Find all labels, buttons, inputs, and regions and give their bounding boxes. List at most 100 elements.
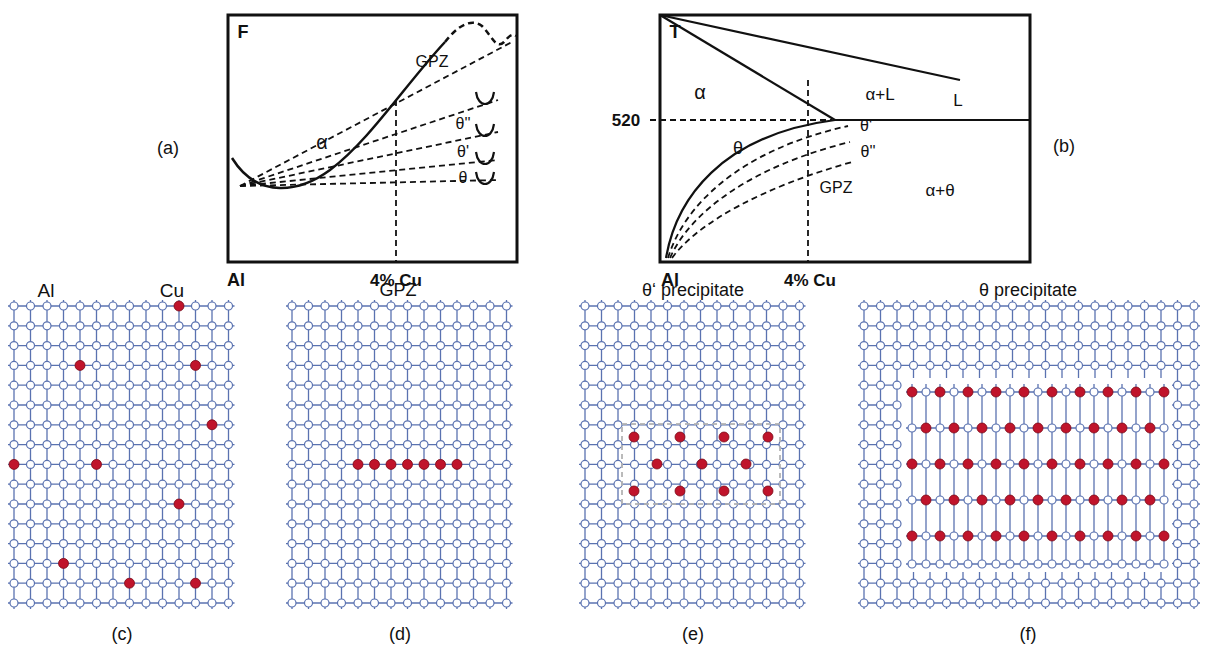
al-atom xyxy=(93,441,101,449)
al-atom xyxy=(43,480,51,488)
lattice-line xyxy=(8,543,235,544)
lattice-c xyxy=(8,300,235,609)
al-atom xyxy=(631,302,639,310)
cu-atom xyxy=(1089,423,1099,433)
cu-atom xyxy=(675,432,685,442)
al-atom xyxy=(470,460,478,468)
al-atom xyxy=(860,401,868,409)
al-atom xyxy=(486,441,494,449)
lattice-line xyxy=(8,602,235,603)
al-atom xyxy=(943,342,951,350)
precipitate-outline xyxy=(622,424,780,504)
cu-atom xyxy=(763,432,773,442)
al-atom xyxy=(1075,579,1083,587)
al-atom xyxy=(208,520,216,528)
al-atom xyxy=(126,441,134,449)
cu-atom xyxy=(386,459,396,469)
al-atom xyxy=(387,460,395,468)
al-atom xyxy=(486,322,494,330)
al-atom xyxy=(470,361,478,369)
al-atom xyxy=(680,381,688,389)
cu-atom xyxy=(436,459,446,469)
al-atom xyxy=(796,480,804,488)
al-atom xyxy=(321,599,329,607)
al-atom xyxy=(922,460,930,468)
al-atom xyxy=(404,540,412,548)
al-atom xyxy=(354,579,362,587)
cu-atom xyxy=(1061,423,1071,433)
al-atom xyxy=(1124,579,1132,587)
al-atom xyxy=(321,421,329,429)
al-atom xyxy=(922,560,930,568)
al-atom xyxy=(796,540,804,548)
al-atom xyxy=(763,302,771,310)
al-atom xyxy=(680,540,688,548)
al-atom xyxy=(208,342,216,350)
al-atom xyxy=(225,441,233,449)
al-atom xyxy=(1062,532,1070,540)
al-atom xyxy=(159,559,167,567)
al-atom xyxy=(371,460,379,468)
al-atom xyxy=(420,480,428,488)
al-atom xyxy=(208,480,216,488)
al-atom xyxy=(126,540,134,548)
phase-label: θ' xyxy=(860,118,872,134)
al-atom xyxy=(486,421,494,429)
al-atom xyxy=(664,480,672,488)
al-atom xyxy=(1124,361,1132,369)
al-atom xyxy=(680,322,688,330)
al-atom xyxy=(598,500,606,508)
al-atom xyxy=(779,342,787,350)
al-atom xyxy=(1075,361,1083,369)
al-atom xyxy=(631,559,639,567)
al-atom xyxy=(10,599,18,607)
al-atom xyxy=(126,500,134,508)
panel-title: θ precipitate xyxy=(979,281,1077,299)
al-atom xyxy=(713,441,721,449)
cu-atom xyxy=(629,432,639,442)
cu-atom xyxy=(935,387,945,397)
al-atom xyxy=(697,322,705,330)
al-atom xyxy=(598,361,606,369)
al-atom xyxy=(598,401,606,409)
al-atom xyxy=(93,381,101,389)
al-atom xyxy=(1042,579,1050,587)
al-atom xyxy=(1174,520,1182,528)
al-atom xyxy=(796,361,804,369)
al-atom xyxy=(908,496,916,504)
al-atom xyxy=(76,401,84,409)
al-atom xyxy=(664,599,672,607)
lattice-line xyxy=(286,345,513,346)
al-atom xyxy=(354,381,362,389)
al-atom xyxy=(664,322,672,330)
al-atom xyxy=(93,342,101,350)
al-atom xyxy=(10,579,18,587)
al-atom xyxy=(354,480,362,488)
al-atom xyxy=(796,421,804,429)
al-atom xyxy=(943,579,951,587)
al-atom xyxy=(1174,480,1182,488)
al-atom xyxy=(93,322,101,330)
al-atom xyxy=(1006,532,1014,540)
al-atom xyxy=(404,342,412,350)
lattice-line xyxy=(8,484,235,485)
al-atom xyxy=(581,460,589,468)
al-atom xyxy=(1174,460,1182,468)
cu-atom xyxy=(75,360,85,370)
al-atom xyxy=(27,540,35,548)
al-atom xyxy=(76,441,84,449)
cu-atom xyxy=(935,531,945,541)
al-atom xyxy=(631,342,639,350)
al-atom xyxy=(893,361,901,369)
al-atom xyxy=(1058,302,1066,310)
al-atom xyxy=(598,302,606,310)
al-atom xyxy=(581,599,589,607)
al-atom xyxy=(680,460,688,468)
al-atom xyxy=(192,421,200,429)
al-atom xyxy=(93,599,101,607)
al-atom xyxy=(142,441,150,449)
al-atom xyxy=(1009,599,1017,607)
lattice-line xyxy=(8,424,235,425)
al-atom xyxy=(10,540,18,548)
